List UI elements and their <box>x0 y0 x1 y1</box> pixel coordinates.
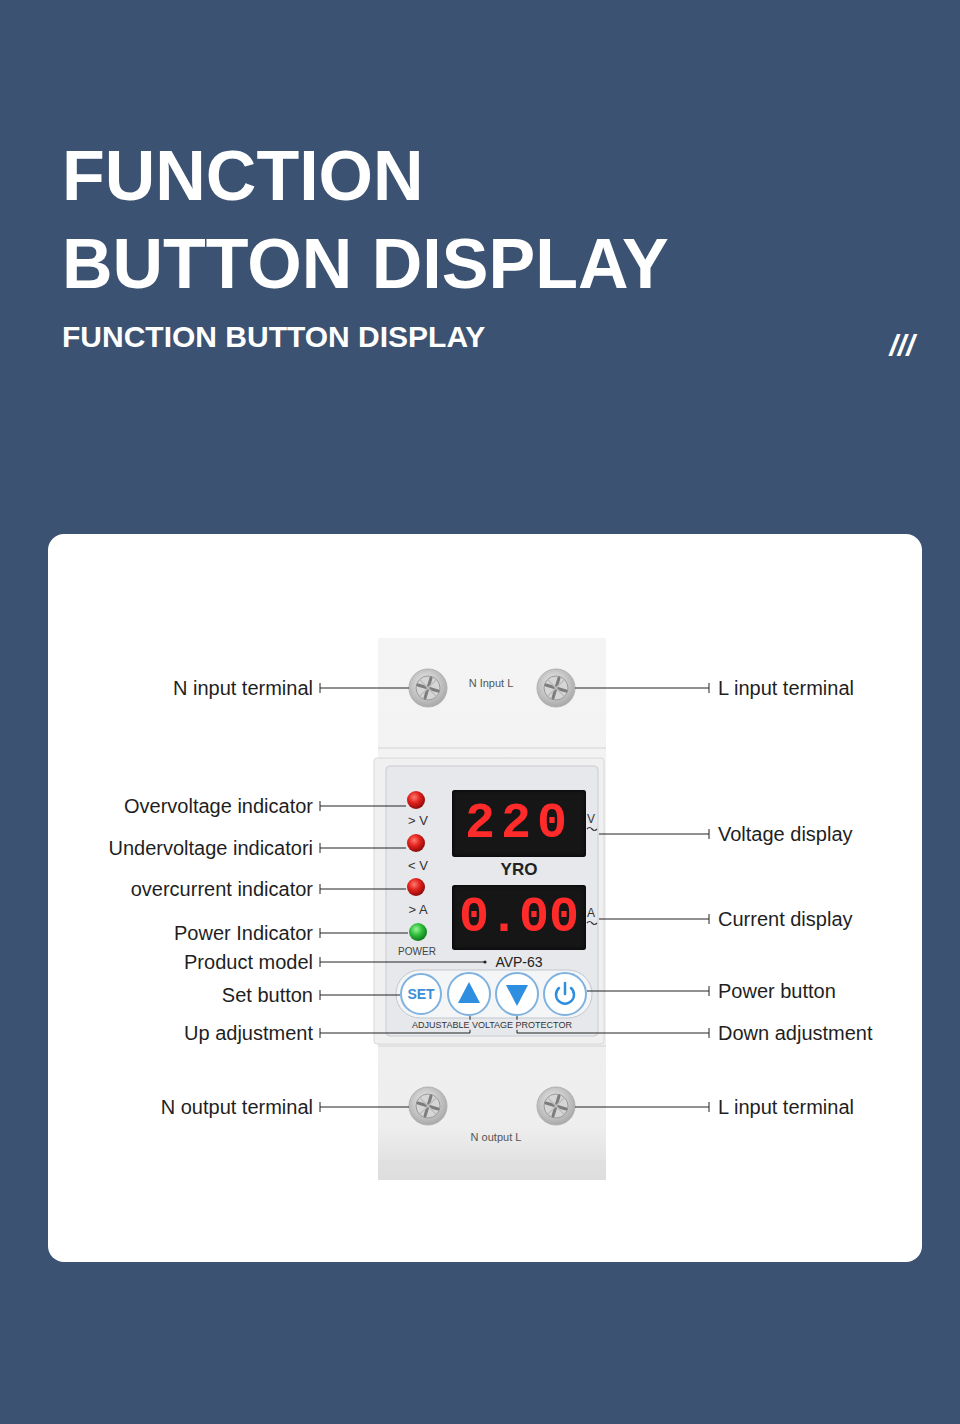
callout-label: L input terminal <box>718 1096 854 1119</box>
overcurrent-led <box>407 878 425 896</box>
callout-label: Up adjustment <box>184 1022 313 1045</box>
overvoltage-led <box>407 791 425 809</box>
callout-label: Set button <box>222 984 313 1007</box>
panel-legend: ADJUSTABLE VOLTAGE PROTECTOR <box>410 1020 574 1030</box>
callout-label: Power button <box>718 980 836 1003</box>
leader-line <box>320 843 406 853</box>
callout-label: N output terminal <box>161 1096 313 1119</box>
undervoltage-led <box>407 834 425 852</box>
terminal-screw <box>409 669 447 707</box>
decor-slashes: /// <box>889 329 914 364</box>
up-button <box>448 973 490 1015</box>
unit-label: A <box>587 907 595 921</box>
terminal-marking: N Input L <box>469 677 514 690</box>
leader-line <box>599 914 709 924</box>
callout-label: Down adjustment <box>718 1022 873 1045</box>
set-button: SET <box>400 973 442 1015</box>
device-body <box>378 638 606 1180</box>
current-display: 0.00A <box>452 885 586 950</box>
page-title: FUNCTION BUTTON DISPLAY <box>62 132 702 308</box>
button-strip <box>396 970 592 1018</box>
callout-label: Undervoltage indicatori <box>108 837 313 860</box>
down-arrow <box>506 985 528 1006</box>
callout-label: N input terminal <box>173 677 313 700</box>
indicator-label: < V <box>408 859 428 874</box>
model-number: AVP-63 <box>495 954 542 970</box>
leader-line <box>320 801 406 811</box>
terminal-screw <box>537 669 575 707</box>
terminal-screw <box>409 1087 447 1125</box>
leader-line <box>320 683 409 693</box>
terminal-marking: N output L <box>471 1131 522 1144</box>
leader-line <box>599 829 709 839</box>
callout-label: Voltage display <box>718 823 853 846</box>
current-reading: 0.00 <box>459 889 579 947</box>
voltage-display: 220V <box>452 790 586 857</box>
up-arrow <box>458 982 480 1003</box>
callout-label: L input terminal <box>718 677 854 700</box>
body-shadow <box>378 1160 606 1180</box>
front-panel: > V < V > A POWER YRO AVP-63ADJUSTABLE VOLTAG… <box>386 768 598 1036</box>
ac-symbol <box>587 828 597 831</box>
leader-line <box>575 1102 709 1112</box>
voltage-reading: 220 <box>465 795 573 853</box>
leader-line <box>575 683 709 693</box>
leader-line <box>320 928 408 938</box>
power-led <box>409 923 427 941</box>
leader-line <box>320 1102 409 1112</box>
panel-face <box>386 766 598 1036</box>
white-card <box>48 534 922 1262</box>
page-subtitle: FUNCTION BUTTON DISPLAY <box>62 320 485 355</box>
callout-label: Overvoltage indicator <box>124 795 313 818</box>
power-icon <box>564 983 567 994</box>
body-seam <box>378 747 606 749</box>
callout-label: Current display <box>718 908 853 931</box>
down-button <box>496 973 538 1015</box>
leader-dot <box>483 960 486 963</box>
unit-label: V <box>587 813 595 827</box>
leader-lines <box>320 683 709 1112</box>
indicator-label: > A <box>408 903 427 918</box>
leader-line <box>587 986 709 996</box>
callout-label: overcurrent indicator <box>131 878 313 901</box>
ac-symbol <box>587 922 597 925</box>
indicator-label: > V <box>408 814 428 829</box>
leader-line <box>320 990 400 1000</box>
power-button <box>544 973 586 1015</box>
button-label: SET <box>407 986 434 1002</box>
terminal-screw <box>537 1087 575 1125</box>
panel-frame <box>374 758 604 1044</box>
brand-logo: YRO <box>501 860 538 880</box>
leader-line <box>320 957 484 967</box>
leader-line <box>320 884 406 894</box>
callout-label: Power Indicator <box>174 922 313 945</box>
indicator-label: POWER <box>398 946 436 958</box>
body-seam <box>378 1045 606 1047</box>
callout-label: Product model <box>184 951 313 974</box>
